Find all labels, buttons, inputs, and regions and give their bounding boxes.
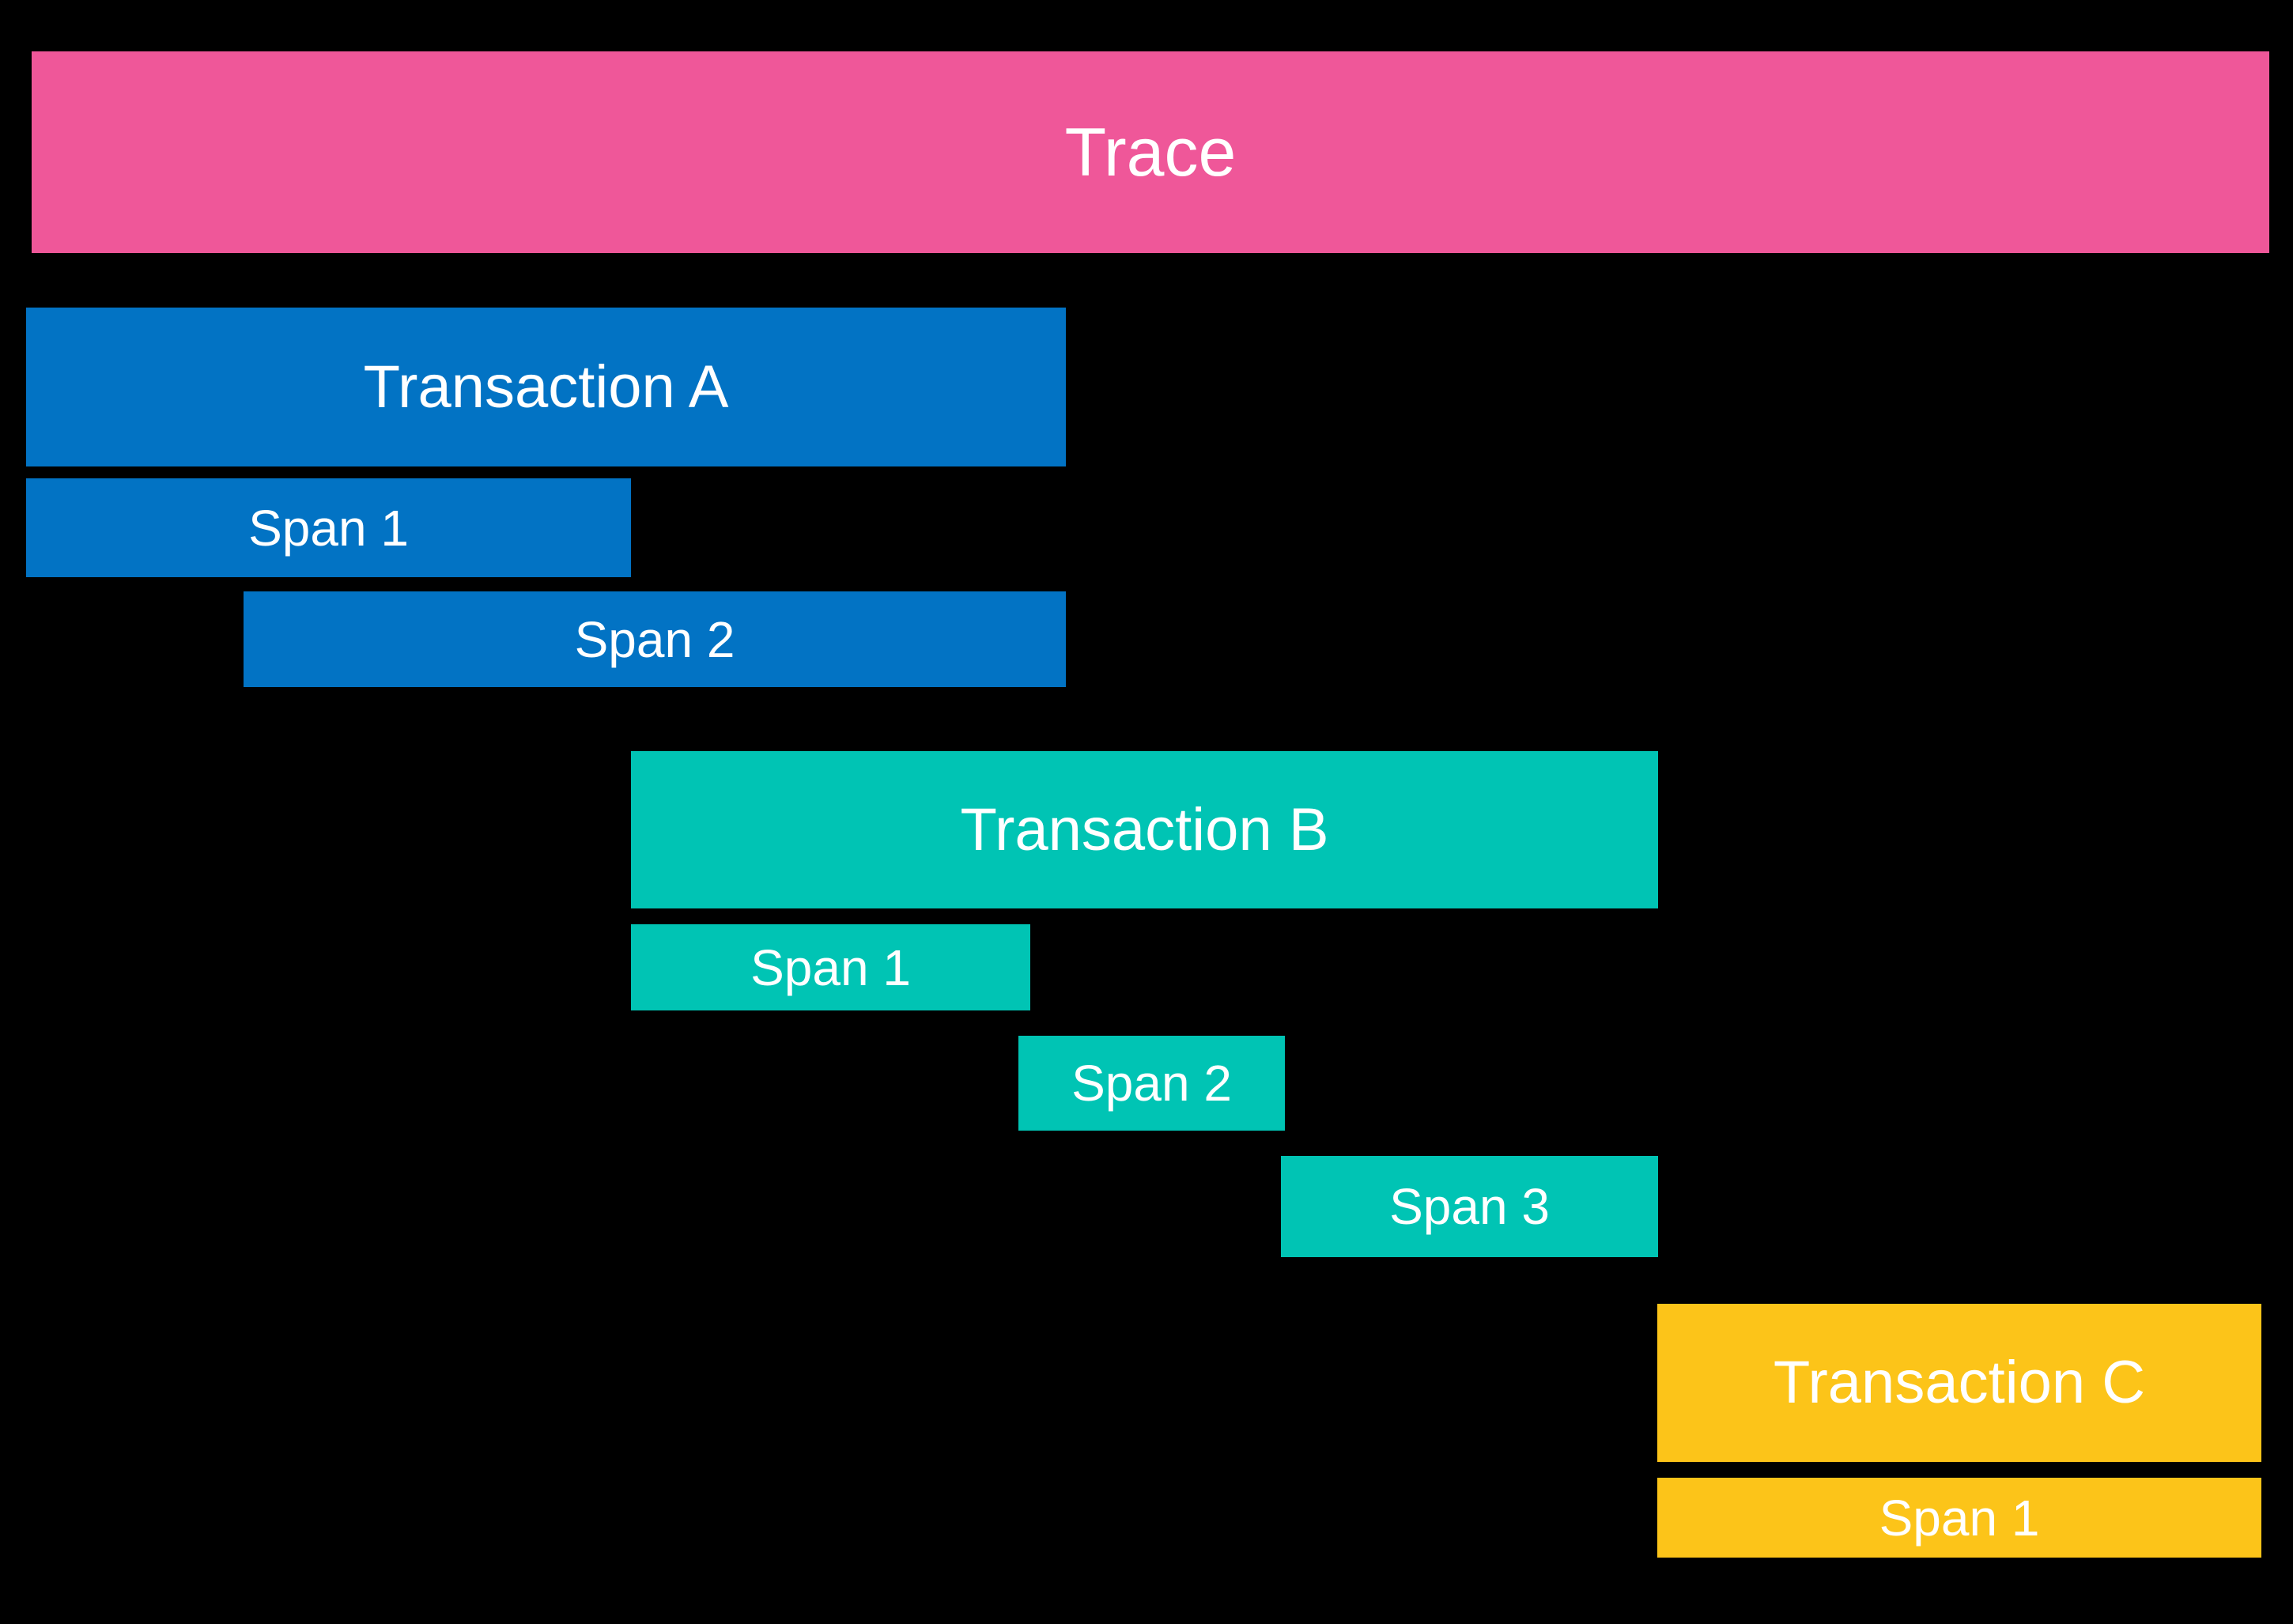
bar-label-transaction-b-span-3: Span 3 <box>1389 1178 1550 1235</box>
bar-label-transaction-c: Transaction C <box>1773 1349 2146 1416</box>
bar-trace: Trace <box>32 51 2269 253</box>
bar-label-transaction-a-span-2: Span 2 <box>574 610 735 668</box>
bar-label-transaction-a: Transaction A <box>363 353 729 421</box>
bar-label-trace: Trace <box>1064 114 1237 191</box>
bar-label-transaction-b: Transaction B <box>960 795 1329 863</box>
bar-label-transaction-b-span-1: Span 1 <box>750 939 911 996</box>
bar-transaction-c: Transaction C <box>1657 1304 2261 1462</box>
bar-transaction-c-span-1: Span 1 <box>1657 1478 2261 1558</box>
bar-transaction-a-span-1: Span 1 <box>26 478 631 577</box>
bar-transaction-b-span-2: Span 2 <box>1018 1036 1285 1131</box>
bar-label-transaction-c-span-1: Span 1 <box>1879 1489 2040 1547</box>
bar-transaction-a: Transaction A <box>26 308 1066 466</box>
bar-transaction-b: Transaction B <box>631 751 1658 908</box>
bar-label-transaction-a-span-1: Span 1 <box>248 499 409 557</box>
bar-transaction-b-span-1: Span 1 <box>631 924 1030 1010</box>
bar-transaction-a-span-2: Span 2 <box>244 591 1066 687</box>
bar-label-transaction-b-span-2: Span 2 <box>1071 1055 1232 1112</box>
bar-transaction-b-span-3: Span 3 <box>1281 1156 1658 1257</box>
